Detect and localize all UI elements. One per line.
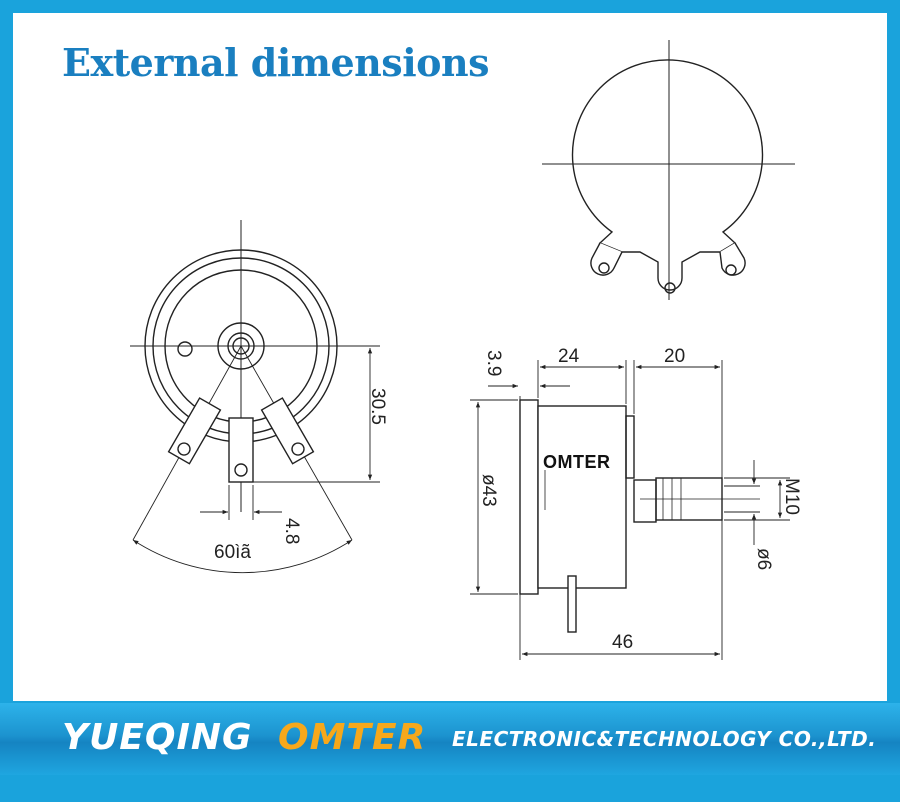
side-body (537, 405, 627, 589)
body-label: OMTER (543, 452, 611, 472)
page-title: External dimensions (62, 40, 490, 85)
rear-body-outline (571, 59, 764, 291)
dim-30-5: 30.5 (367, 388, 388, 425)
dim-m10: M10 (781, 478, 802, 515)
footer-brand-primary: YUEQING (62, 717, 253, 758)
terminal-center (228, 417, 254, 483)
dim-24: 24 (558, 346, 580, 367)
dim-dia43: ø43 (478, 474, 499, 507)
rear-terminal-center (664, 282, 676, 294)
dim-3-9: 3.9 (483, 350, 504, 376)
rear-view (542, 40, 795, 300)
side-cap (625, 415, 635, 479)
rear-terminal-right (719, 242, 746, 276)
side-bushing (633, 479, 657, 523)
front-view (130, 220, 380, 574)
dim-46: 46 (612, 632, 633, 653)
side-terminal-tab (567, 575, 577, 633)
dim-20: 20 (664, 346, 685, 367)
dim-4-8: 4.8 (281, 518, 302, 544)
footer-banner: YUEQING OMTER ELECTRONIC&TECHNOLOGY CO.,… (0, 703, 900, 775)
footer-brand-secondary: OMTER (278, 717, 427, 758)
technical-drawing: 30.5 4.8 60ìã (130, 40, 802, 660)
dim-angle: 60ìã (214, 542, 251, 563)
rear-terminal-left (590, 242, 623, 276)
footer-brand-tagline: ELECTRONIC&TECHNOLOGY CO.,LTD. (452, 727, 877, 751)
dim-dia6: ø6 (753, 548, 774, 570)
side-flange (519, 399, 539, 595)
terminal-left (167, 397, 222, 465)
mounting-hole (177, 341, 193, 357)
side-view (470, 360, 790, 660)
terminal-right (260, 397, 315, 465)
